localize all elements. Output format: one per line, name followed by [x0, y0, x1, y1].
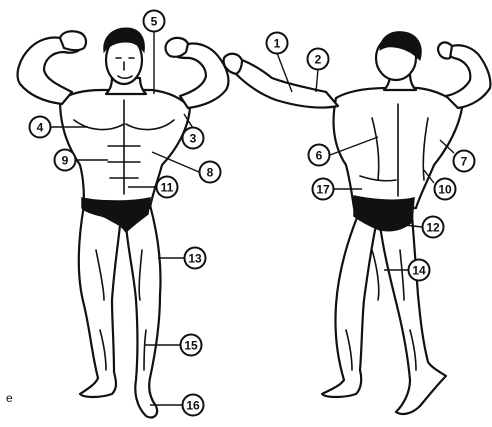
callout-11-label: 11	[161, 181, 174, 195]
callout-10: 10	[435, 179, 456, 200]
front-left-leg	[79, 205, 120, 397]
callout-4: 4	[30, 117, 51, 138]
callout-4-label: 4	[37, 121, 44, 135]
front-left-fist	[60, 31, 86, 50]
back-figure	[224, 32, 491, 414]
back-left-leg	[322, 215, 376, 397]
callout-17-label: 17	[316, 183, 330, 197]
callout-17: 17	[313, 179, 334, 200]
back-right-leg	[380, 215, 446, 414]
front-right-fist	[166, 38, 189, 57]
callout-12-label: 12	[426, 221, 440, 235]
callout-9: 9	[55, 150, 76, 171]
callout-14: 14	[409, 260, 430, 281]
callout-5: 5	[144, 11, 165, 32]
callout-13-label: 13	[188, 252, 202, 266]
callout-13: 13	[185, 248, 206, 269]
front-figure	[18, 28, 229, 418]
callout-1: 1	[267, 33, 288, 54]
callout-2: 2	[308, 49, 329, 70]
back-right-fist	[438, 42, 452, 58]
callout-7-label: 7	[461, 155, 468, 169]
callout-6: 6	[309, 145, 330, 166]
callout-11: 11	[157, 177, 178, 198]
callout-1-label: 1	[274, 37, 281, 51]
callout-5-label: 5	[151, 15, 158, 29]
back-right-arm	[446, 45, 490, 108]
callout-16-label: 16	[186, 399, 200, 413]
callout-2-label: 2	[315, 53, 322, 67]
callout-3: 3	[183, 128, 204, 149]
callout-3-label: 3	[190, 132, 197, 146]
callout-7: 7	[454, 151, 475, 172]
callout-15-label: 15	[184, 339, 198, 353]
callout-15: 15	[181, 335, 202, 356]
callout-8-label: 8	[207, 166, 214, 180]
stray-mark: e	[6, 391, 13, 405]
callout-14-label: 14	[412, 264, 426, 278]
callout-6-label: 6	[316, 149, 323, 163]
callout-16: 16	[183, 395, 204, 416]
callout-12: 12	[423, 217, 444, 238]
callout-9-label: 9	[62, 154, 69, 168]
callout-10-label: 10	[438, 183, 452, 197]
front-right-leg	[126, 205, 161, 418]
callout-8: 8	[200, 162, 221, 183]
